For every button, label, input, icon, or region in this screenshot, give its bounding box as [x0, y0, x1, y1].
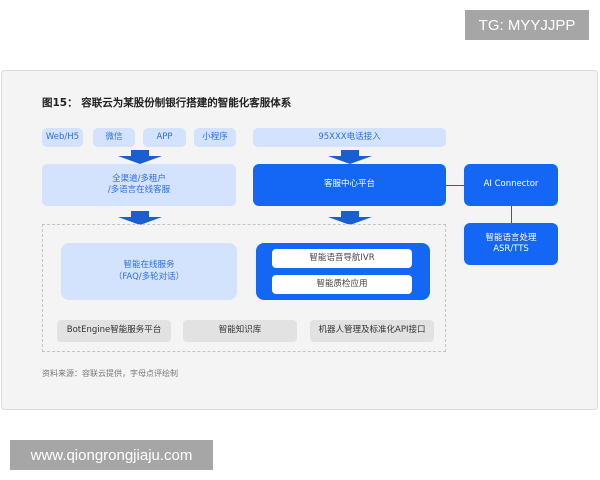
- channel-mini-program: 小程序: [194, 128, 236, 147]
- service-center-box: 客服中心平台: [253, 164, 446, 206]
- nlp-line1: 智能语言处理: [485, 232, 537, 243]
- phone-access-box: 95XXX电话接入: [253, 128, 446, 147]
- nlp-box: 智能语言处理 ASR/TTS: [464, 223, 558, 265]
- connector-line: [446, 185, 464, 186]
- omnichannel-line1: 全渠道/多租户: [112, 173, 166, 184]
- robot-api-box: 机器人管理及标准化API接口: [310, 320, 434, 342]
- smart-online-line2: （FAQ/多轮对话）: [113, 271, 185, 282]
- smart-online-service-box: 智能在线服务 （FAQ/多轮对话）: [61, 243, 237, 300]
- down-arrow-icon: [328, 211, 372, 225]
- ai-connector-box: AI Connector: [464, 164, 558, 206]
- channel-wechat: 微信: [93, 128, 135, 147]
- smart-online-line1: 智能在线服务: [123, 260, 175, 271]
- down-arrow-icon: [118, 211, 162, 225]
- watermark-tg: TG: MYYJJPP: [465, 10, 589, 40]
- quality-check-box: 智能质检应用: [272, 275, 412, 294]
- botengine-box: BotEngine智能服务平台: [57, 320, 171, 342]
- down-arrow-icon: [328, 150, 372, 164]
- channel-web-h5: Web/H5: [42, 128, 83, 147]
- capability-group: [42, 224, 446, 352]
- watermark-url: www.qiongrongjiaju.com: [10, 440, 213, 470]
- nlp-line2: ASR/TTS: [493, 244, 529, 254]
- connector-line: [511, 206, 512, 223]
- figure-source: 资料来源：容联云提供，字母点评绘制: [42, 369, 178, 378]
- channel-app: APP: [143, 128, 186, 147]
- figure-title: 图15： 容联云为某股份制银行搭建的智能化客服体系: [42, 97, 292, 109]
- knowledge-base-box: 智能知识库: [183, 320, 297, 342]
- ivr-box: 智能语音导航IVR: [272, 249, 412, 268]
- down-arrow-icon: [118, 150, 162, 164]
- omnichannel-line2: /多语言在线客服: [107, 185, 171, 195]
- omnichannel-box: 全渠道/多租户 /多语言在线客服: [42, 164, 236, 206]
